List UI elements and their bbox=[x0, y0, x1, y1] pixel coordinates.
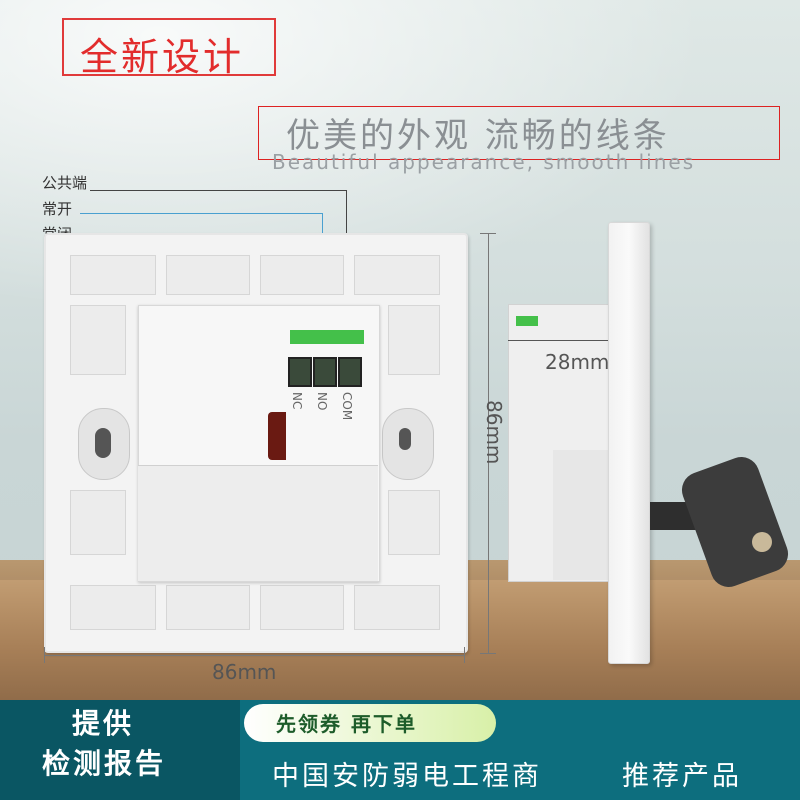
plate-rib bbox=[70, 585, 156, 630]
indicator-window bbox=[268, 412, 286, 460]
slogan-english: Beautiful appearance, smooth lines bbox=[272, 150, 696, 174]
terminal-label-com: COM bbox=[340, 392, 354, 421]
plate-rib bbox=[354, 585, 440, 630]
leader-line-com bbox=[90, 190, 346, 191]
slogan-frame bbox=[258, 106, 780, 160]
plate-rib bbox=[70, 305, 126, 375]
title-badge-frame bbox=[62, 18, 276, 76]
plate-rib bbox=[388, 305, 440, 375]
terminal-block-green bbox=[290, 330, 364, 344]
plate-rib bbox=[166, 255, 250, 295]
mounting-hole-left bbox=[95, 428, 111, 458]
width-dimension-label: 86mm bbox=[212, 660, 277, 684]
switch-module-lower bbox=[138, 465, 378, 581]
footer-left-panel bbox=[0, 700, 240, 800]
terminal-label-nc: NC bbox=[290, 392, 304, 410]
plate-rib bbox=[388, 490, 440, 555]
height-dimension-label: 86mm bbox=[482, 400, 506, 465]
footer-report-line2: 检测报告 bbox=[42, 747, 167, 780]
width-dimension-tick bbox=[44, 647, 45, 663]
plate-rib bbox=[260, 255, 344, 295]
plate-rib bbox=[260, 585, 344, 630]
side-view-body-lower bbox=[553, 450, 610, 580]
terminal-com bbox=[338, 357, 362, 387]
merchant-text: 中国安防弱电工程商 bbox=[272, 761, 542, 792]
footer-report-line1: 提供 bbox=[72, 707, 135, 740]
side-terminal-green bbox=[516, 316, 538, 326]
plate-rib bbox=[70, 255, 156, 295]
height-dimension-line bbox=[488, 233, 489, 653]
depth-dimension-label: 28mm bbox=[545, 350, 610, 374]
legend-com: 公共端 bbox=[42, 174, 88, 192]
width-dimension-tick bbox=[464, 647, 465, 663]
plate-rib bbox=[166, 585, 250, 630]
slogan-chinese: 优美的外观 流畅的线条 bbox=[286, 116, 670, 156]
coupon-button[interactable] bbox=[244, 704, 496, 742]
plate-rib bbox=[354, 255, 440, 295]
terminal-nc bbox=[288, 357, 312, 387]
terminal-label-no: NO bbox=[315, 392, 329, 411]
coupon-button-label[interactable]: 先领券 再下单 bbox=[276, 712, 417, 736]
title-badge-text: 全新设计 bbox=[80, 35, 245, 79]
leader-line-no bbox=[80, 213, 322, 214]
mounting-hole-right bbox=[399, 428, 411, 450]
terminal-no bbox=[313, 357, 337, 387]
height-dimension-tick bbox=[480, 653, 496, 654]
plate-rib bbox=[70, 490, 126, 555]
recommend-text: 推荐产品 bbox=[622, 761, 742, 792]
width-dimension-line bbox=[44, 655, 464, 656]
depth-dimension-line bbox=[508, 340, 608, 341]
height-dimension-tick bbox=[480, 233, 496, 234]
key-ring-hole bbox=[752, 532, 772, 552]
side-view-plate bbox=[608, 222, 650, 664]
legend-no: 常开 bbox=[42, 200, 73, 218]
